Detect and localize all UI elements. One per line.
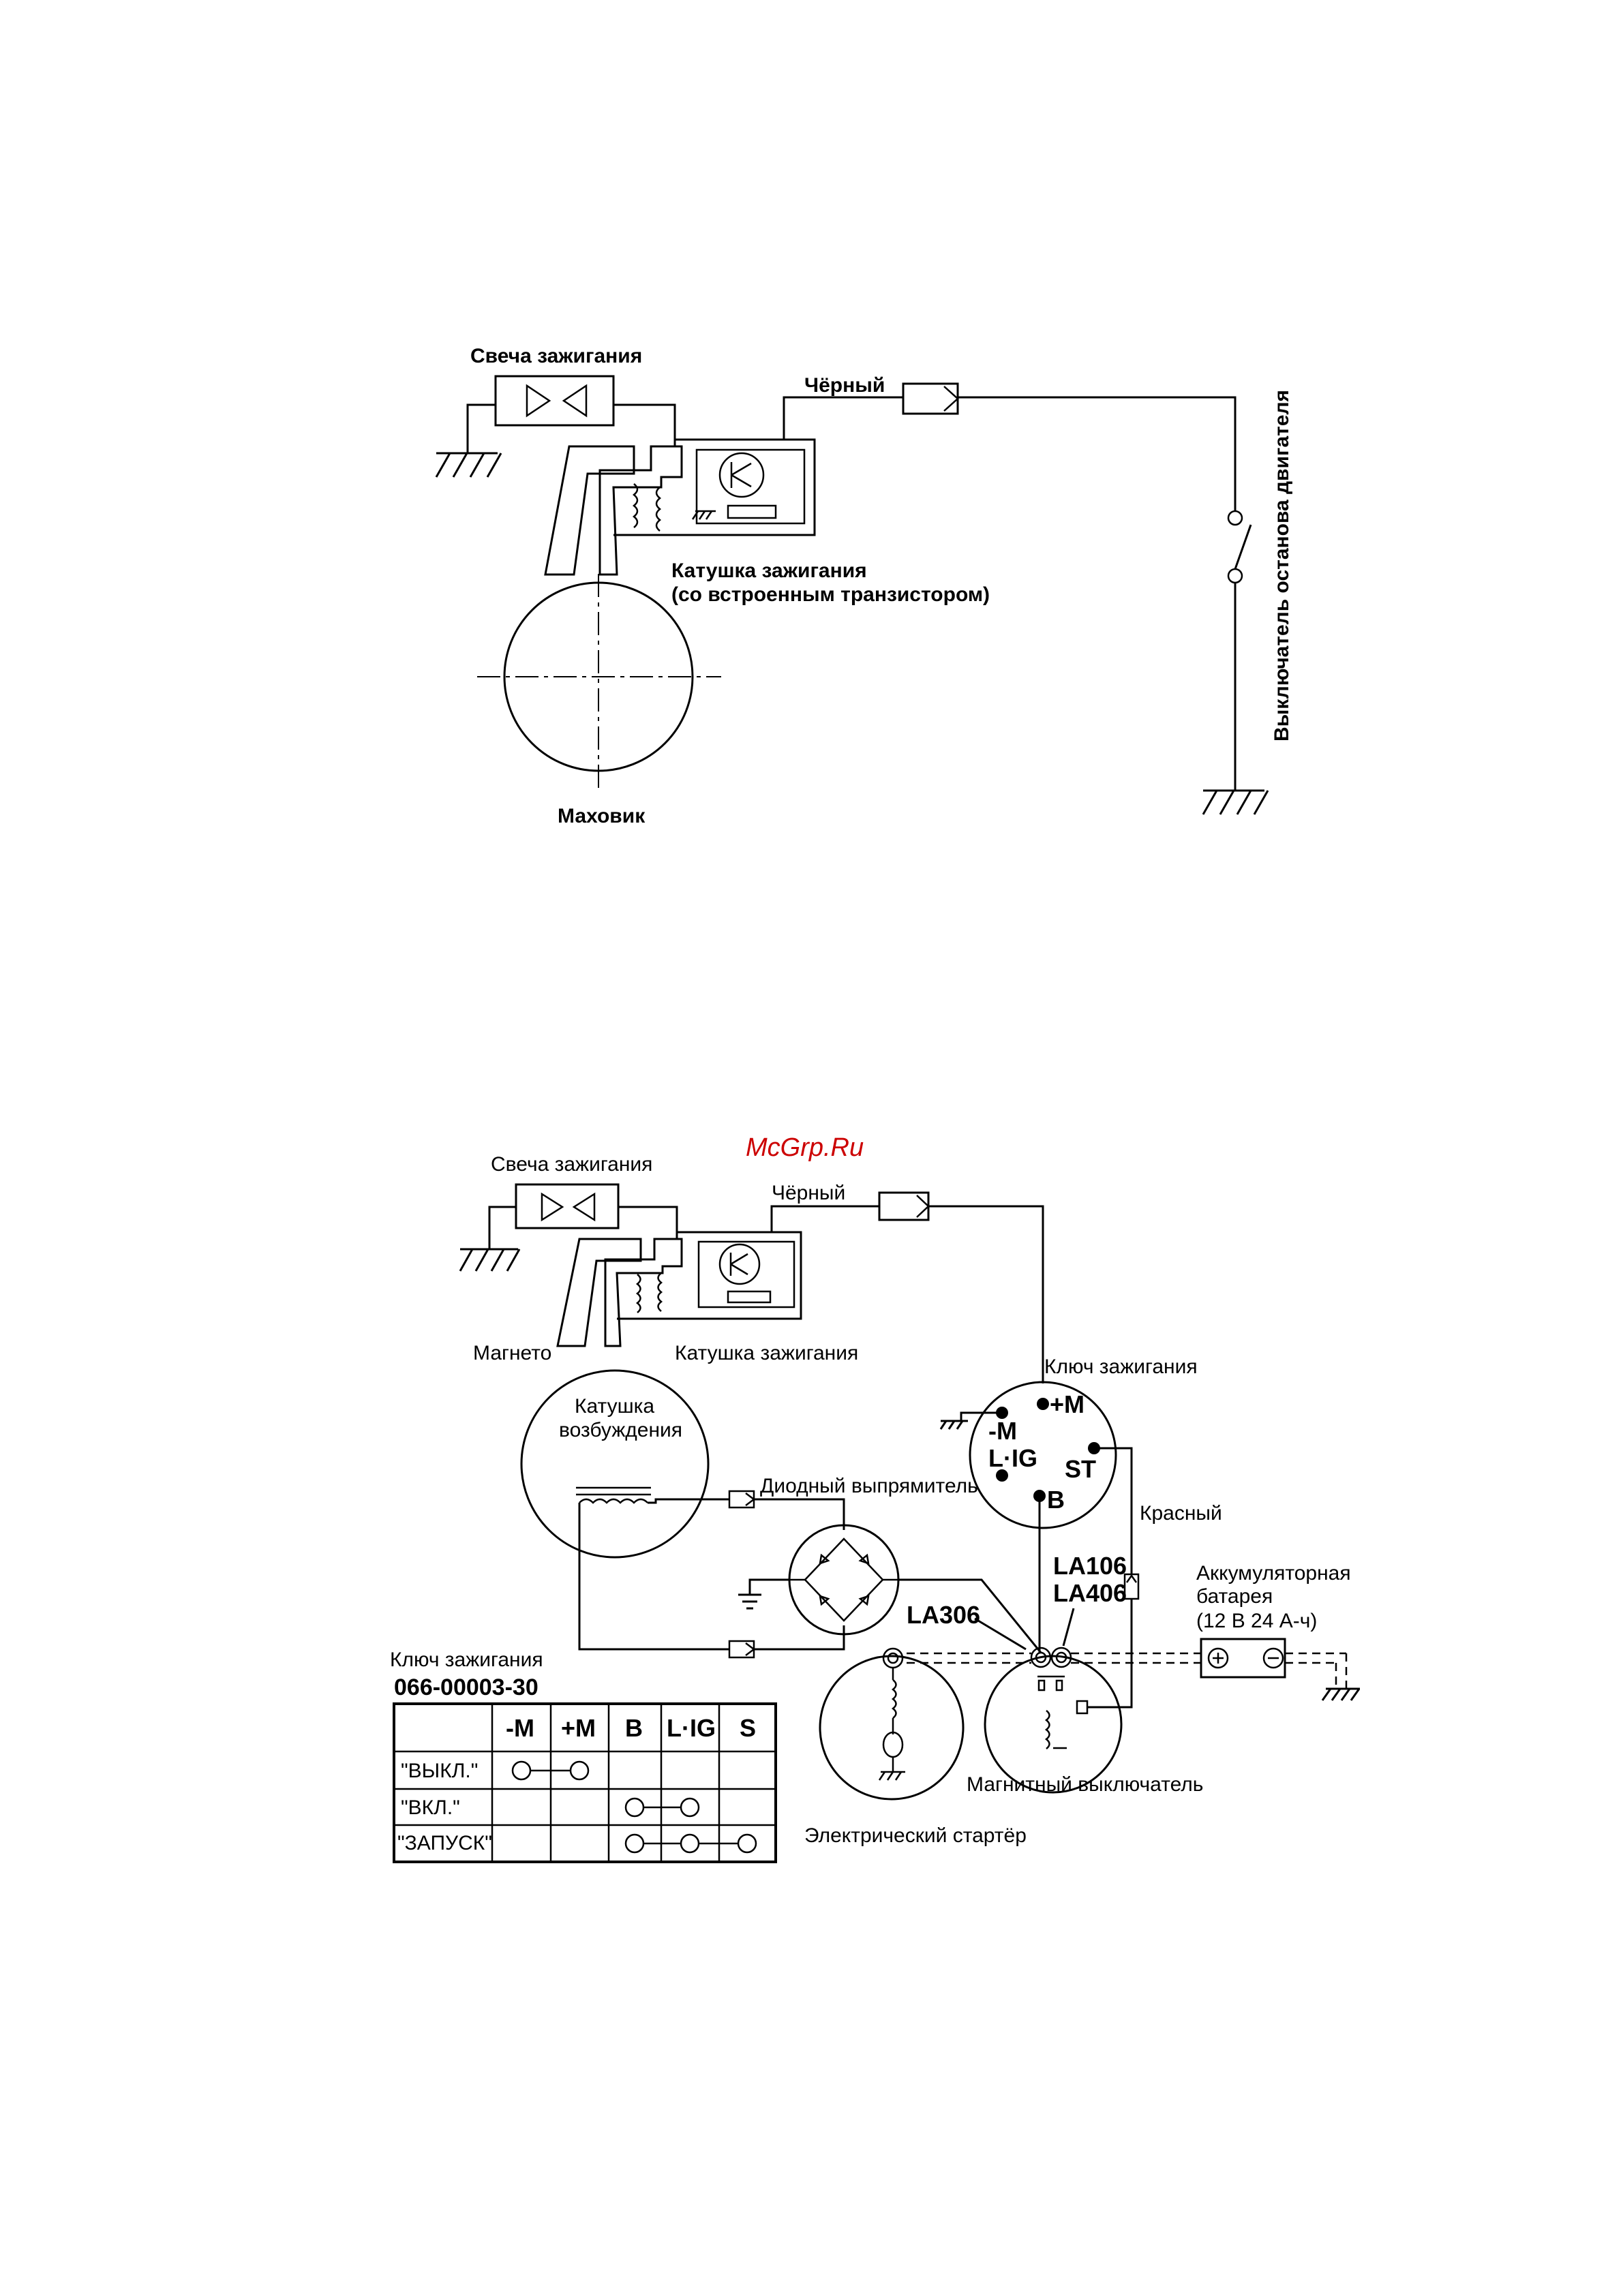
d1-ground-left-icon [435,452,502,478]
d2-magnetic-switch-icon [984,1655,1123,1794]
key-table-off-connection [511,1760,590,1781]
key-table-col-plus-m: +M [561,1714,596,1742]
d2-connector-lower-icon [728,1640,756,1659]
d2-ground-plug-icon [459,1248,521,1272]
d2-spark-plug-label: Свеча зажигания [491,1153,652,1176]
d2-exciter-label-line1: Катушка [575,1395,654,1418]
d2-key-terminal-b: B [1047,1486,1065,1514]
d2-electric-starter-label: Электрический стартёр [804,1824,1027,1847]
d2-key-terminal-plus-m: +M [1050,1390,1084,1418]
d1-ground-right-icon [1202,789,1269,815]
key-table-title: Ключ зажигания [390,1649,543,1671]
d1-connector-icon [902,382,959,415]
d2-magneto-core [556,1238,683,1347]
d2-la106-label: LA106 [1053,1552,1127,1580]
d2-coil-label: Катушка зажигания [675,1342,858,1364]
d2-diode-bridge-icon [788,1524,900,1636]
d1-coil-transistor-module [613,438,816,536]
key-table-col-b: B [625,1714,643,1742]
d2-ignition-key-label: Ключ зажигания [1044,1356,1198,1378]
watermark: McGrp.Ru [746,1133,864,1162]
key-table-row-start: "ЗАПУСК" [397,1832,492,1854]
d2-exciter-label-line2: возбуждения [559,1419,682,1441]
d2-diode-rectifier-label: Диодный выпрямитель [760,1475,978,1497]
key-table-grid [393,1702,777,1863]
d2-battery-label-line3: (12 В 24 А-ч) [1196,1610,1317,1632]
d2-battery-icon [1200,1638,1286,1679]
d1-coil-label-line2: (со встроенным транзистором) [671,583,990,606]
key-table-row-off: "ВЫКЛ." [401,1760,478,1782]
d2-black-wire-label: Чёрный [772,1182,845,1204]
d2-la406-label: LA406 [1053,1579,1127,1607]
d2-la306-label: LA306 [907,1601,980,1629]
d1-stop-switch-icon [1227,510,1252,584]
d1-coil-label-line1: Катушка зажигания [671,560,867,582]
d2-exciter-coil-icon [520,1369,710,1559]
key-table-col-s: S [740,1714,756,1742]
d2-connector-upper-icon [728,1490,756,1509]
d2-spark-plug-icon [515,1183,620,1229]
diagram-2-charging-starting-circuit: Свеча зажигания [459,1153,1361,1847]
d1-ignition-coil-core [544,445,683,576]
d2-coil-transistor-module [617,1231,802,1320]
key-table-col-lig: L·IG [667,1714,716,1742]
d1-black-wire-label: Чёрный [804,374,885,397]
d1-flywheel-icon [477,574,721,791]
d2-ground-key-icon [939,1420,968,1430]
d1-spark-plug-label: Свеча зажигания [470,345,642,367]
key-table-part-number: 066-00003-30 [394,1674,539,1700]
d2-magneto-label: Магнето [473,1342,551,1364]
d2-electric-starter-icon [819,1647,965,1801]
key-table-row-on: "ВКЛ." [401,1796,460,1819]
key-table-on-connection [624,1797,700,1818]
diagram-1-ignition-circuit: Свеча зажигания [435,345,1293,827]
key-table-col-minus-m: -M [506,1714,534,1742]
ignition-key-table: Ключ зажигания 066-00003-30 -M +M B L·IG… [390,1649,777,1863]
d2-key-terminal-minus-m: -M [988,1417,1017,1445]
d2-magnetic-switch-label: Магнитный выключатель [967,1773,1203,1796]
d2-battery-label-line2: батарея [1196,1585,1273,1608]
d2-battery-label-line1: Аккумуляторная [1196,1562,1351,1585]
d1-spark-plug-icon [494,375,615,427]
d2-ground-rectifier-icon [738,1593,761,1610]
d2-ground-battery-icon [1321,1687,1361,1701]
d2-red-wire-label: Красный [1140,1502,1222,1525]
d1-flywheel-label: Маховик [558,805,646,827]
d2-key-terminal-st: ST [1065,1455,1096,1483]
key-table-start-connection [624,1833,757,1854]
d2-key-terminal-lig: L·IG [988,1444,1037,1472]
d1-stop-switch-label: Выключатель останова двигателя [1271,390,1293,741]
d2-connector-icon [878,1191,930,1221]
